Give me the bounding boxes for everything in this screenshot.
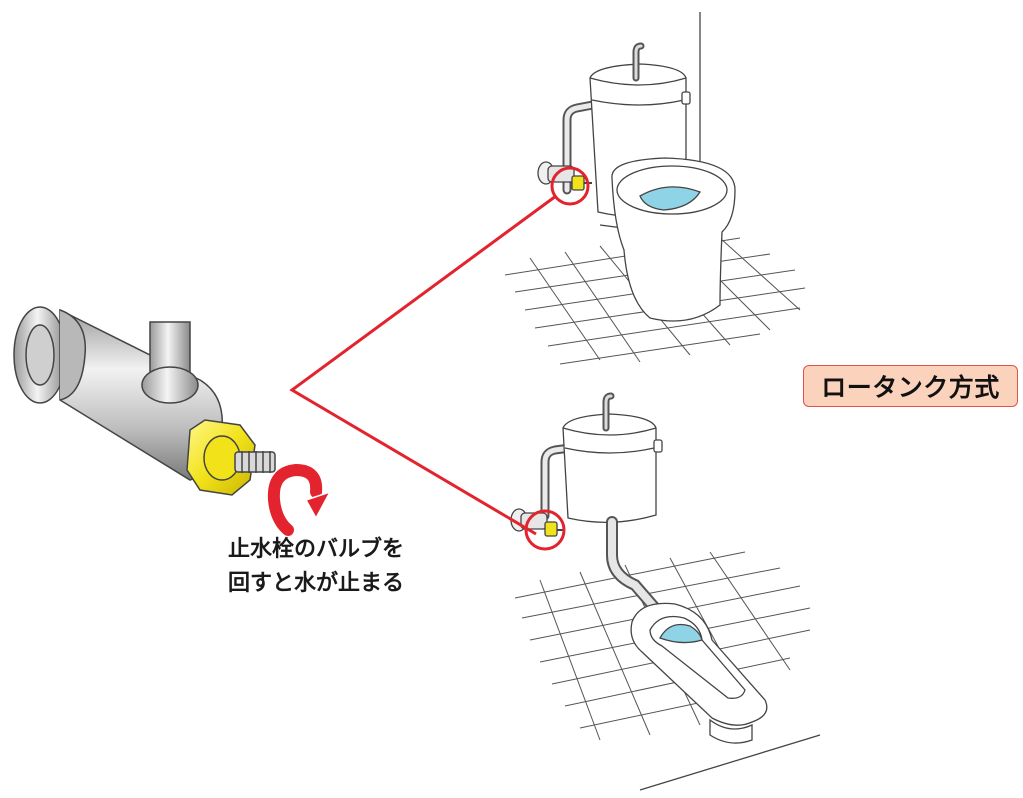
rotate-arrow-icon (267, 463, 332, 536)
tank-bottom (562, 413, 657, 523)
callout-circle-bottom (524, 509, 566, 551)
callout-line (289, 194, 557, 536)
western-toilet-scene (504, 12, 806, 365)
wall-floor-line-bottom (639, 734, 821, 791)
caption-line-1: 止水栓のバルブを (227, 537, 404, 562)
stop-valve-closeup (13, 306, 276, 496)
squat-toilet-scene (510, 392, 821, 791)
callout-group (289, 166, 590, 551)
method-badge: ロータンク方式 (803, 365, 1018, 407)
threaded-stem (234, 451, 276, 473)
caption-line-2: 回すと水が止まる (227, 571, 404, 596)
valve-caption: 止水栓のバルブを 回すと水が止まる (196, 533, 436, 601)
callout-circle-top (550, 166, 590, 206)
